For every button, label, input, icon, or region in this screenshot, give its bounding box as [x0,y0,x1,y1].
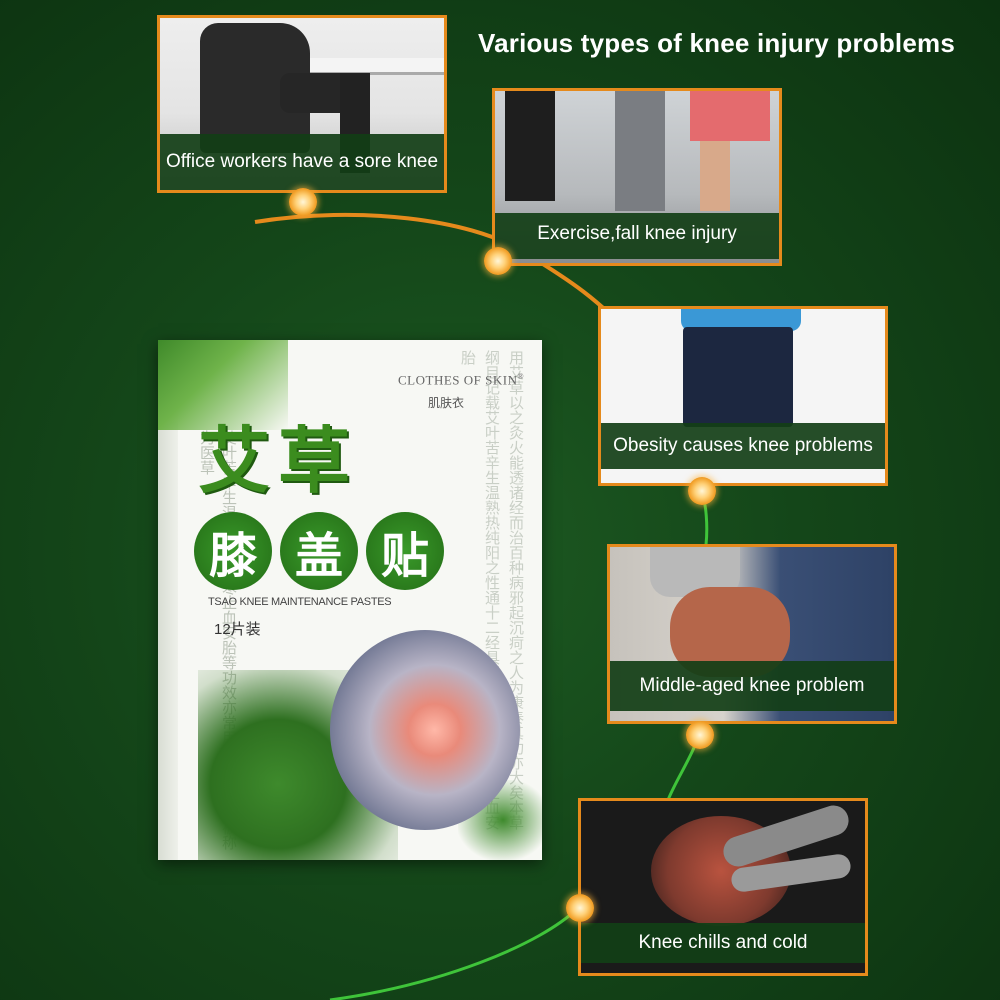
card-caption: Exercise,fall knee injury [495,213,779,259]
connector-dot [484,247,512,275]
connector-dot [289,188,317,216]
card-caption: Knee chills and cold [581,923,865,963]
registered-mark: ® [517,372,525,381]
product-count: 12片装 [214,621,261,638]
brand-name-cn: 肌肤衣 [428,396,465,410]
page-title: Various types of knee injury problems [478,28,955,58]
card-obesity: Obesity causes knee problems [598,306,888,486]
card-middle-aged: Middle-aged knee problem [607,544,897,724]
connector-dot [688,477,716,505]
product-box: 用艾草以之灸火能透诸经而治百种病邪起沉疴之人为康泰其功亦大矣本草纲目记载艾叶苦辛… [158,340,542,860]
card-caption: Office workers have a sore knee [160,134,444,190]
knee-illustration [330,630,520,830]
connector-dot [566,894,594,922]
connector-dot [686,721,714,749]
card-office-workers: Office workers have a sore knee [157,15,447,193]
title-char: 膝 [194,512,272,590]
connector-green-3 [329,906,580,1000]
product-subtitle: TSAO KNEE MAINTENANCE PASTES [208,596,392,608]
card-caption: Obesity causes knee problems [601,423,885,469]
title-char: 盖 [280,512,358,590]
brand-name: CLOTHES OF SKIN® [398,372,542,388]
leaf-corner-decoration [158,340,288,430]
product-title-cn-top: 艾草 [198,418,359,503]
product-title-cn-main: 膝 盖 贴 [194,512,444,590]
card-chills: Knee chills and cold [578,798,868,976]
brand-text: CLOTHES OF SKIN [398,372,518,388]
card-caption: Middle-aged knee problem [610,661,894,711]
card-exercise: Exercise,fall knee injury [492,88,782,266]
title-char: 贴 [366,512,444,590]
box-side [158,340,178,860]
